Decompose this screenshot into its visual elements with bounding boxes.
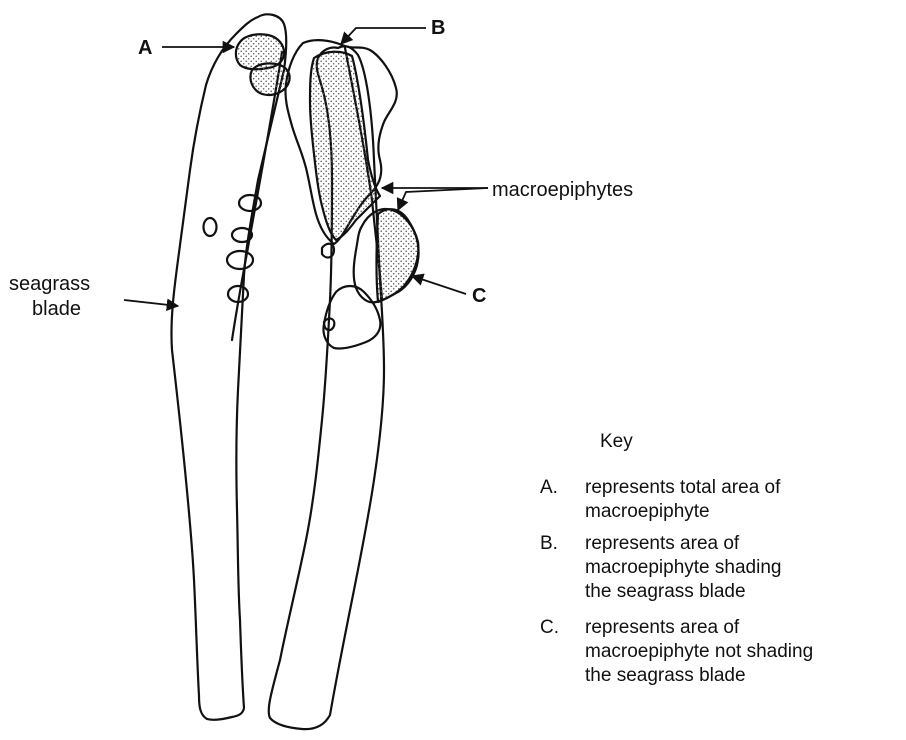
epiphyte-spot-1 bbox=[204, 218, 217, 236]
key-item-b-letter: B. bbox=[540, 533, 558, 554]
key-item-a-letter: A. bbox=[540, 477, 558, 498]
key-item-b-line3: the seagrass blade bbox=[585, 581, 746, 602]
macroepiphyte-a-lower bbox=[250, 63, 289, 95]
key-item-b-line1: represents area of bbox=[585, 533, 740, 554]
leader-macroepiphytes-2 bbox=[398, 188, 488, 210]
macroepiphyte-lower-blob bbox=[323, 286, 380, 349]
key-title: Key bbox=[600, 431, 633, 452]
key-item-a-line1: represents total area of bbox=[585, 477, 781, 498]
epiphyte-spot-2 bbox=[239, 195, 261, 211]
key-item-b-line2: macroepiphyte shading bbox=[585, 557, 781, 578]
label-seagrass-line1: seagrass bbox=[9, 273, 90, 295]
label-seagrass-line2: blade bbox=[32, 298, 81, 320]
label-b: B bbox=[431, 17, 445, 39]
key-item-c-line3: the seagrass blade bbox=[585, 665, 746, 686]
key-legend: Key A. represents total area of macroepi… bbox=[540, 431, 813, 686]
epiphyte-spot-4 bbox=[227, 251, 253, 269]
macroepiphyte-c-shaded bbox=[377, 209, 419, 302]
key-item-a-line2: macroepiphyte bbox=[585, 501, 710, 522]
leader-seagrass-blade bbox=[124, 300, 178, 306]
macroepiphyte-b-shaded bbox=[310, 52, 380, 240]
key-item-c-line2: macroepiphyte not shading bbox=[585, 641, 813, 662]
leader-b bbox=[341, 28, 426, 44]
label-c: C bbox=[472, 285, 486, 307]
leader-c bbox=[412, 276, 466, 294]
key-item-c-letter: C. bbox=[540, 617, 559, 638]
label-a: A bbox=[138, 37, 152, 59]
label-macroepiphytes: macroepiphytes bbox=[492, 179, 633, 201]
key-item-c-line1: represents area of bbox=[585, 617, 740, 638]
left-seagrass-blade bbox=[171, 14, 286, 719]
